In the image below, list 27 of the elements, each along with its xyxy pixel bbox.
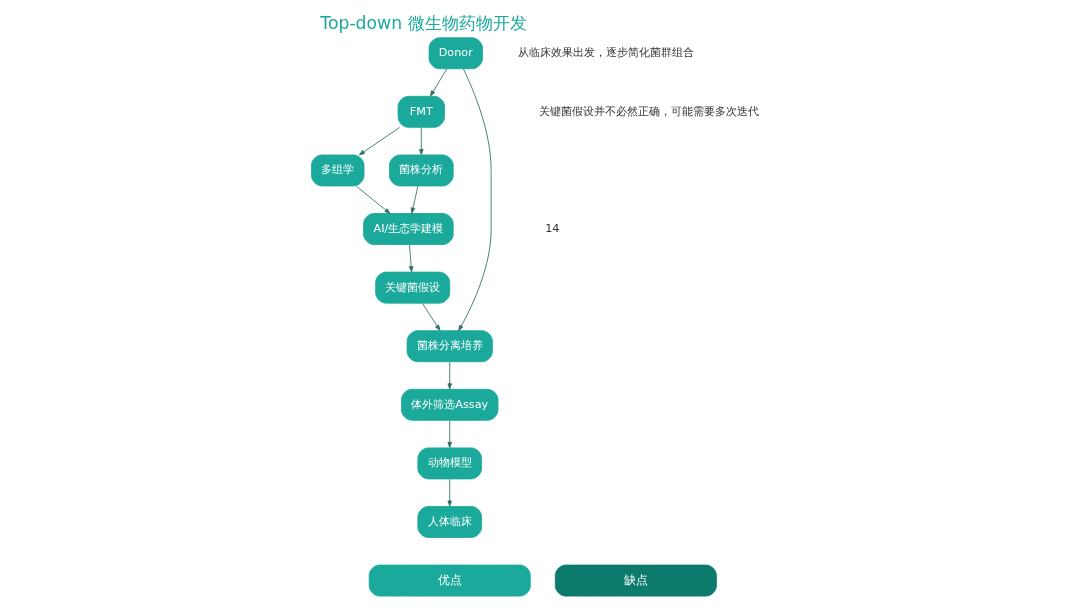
- arrow: [447, 420, 452, 448]
- node-box: Donor: [428, 37, 483, 70]
- node-box: 人体临床: [417, 506, 483, 538]
- arrow: [358, 127, 400, 156]
- node-box: 缺点: [554, 564, 717, 597]
- label: 从临床效果出发，逐步简化菌群组合: [517, 46, 694, 60]
- arrow: [419, 127, 424, 155]
- node-box: 关键菌假设: [375, 271, 451, 304]
- label: 关键菌假设并不必然正确，可能需要多次迭代: [538, 104, 759, 118]
- node-box: FMT: [397, 95, 445, 128]
- node-box: 多组学: [311, 154, 365, 187]
- node-box: AI/生态学建模: [363, 213, 454, 245]
- node-box: 菌株分析: [389, 154, 454, 187]
- arrow: [447, 361, 452, 390]
- label: 14: [545, 221, 560, 235]
- arrow: [458, 68, 492, 332]
- node-box: 动物模型: [417, 447, 483, 480]
- arrow: [422, 303, 441, 331]
- arrow: [410, 185, 419, 214]
- arrow: [430, 68, 448, 97]
- node-box: 体外筛选Assay: [401, 388, 499, 421]
- arrow: [355, 185, 391, 214]
- node-box: 菌株分离培养: [406, 330, 493, 363]
- arrow: [408, 244, 414, 273]
- diagram-title: Top-down 微生物药物开发: [320, 13, 527, 34]
- arrow: [447, 478, 452, 507]
- node-box: 优点: [368, 564, 531, 597]
